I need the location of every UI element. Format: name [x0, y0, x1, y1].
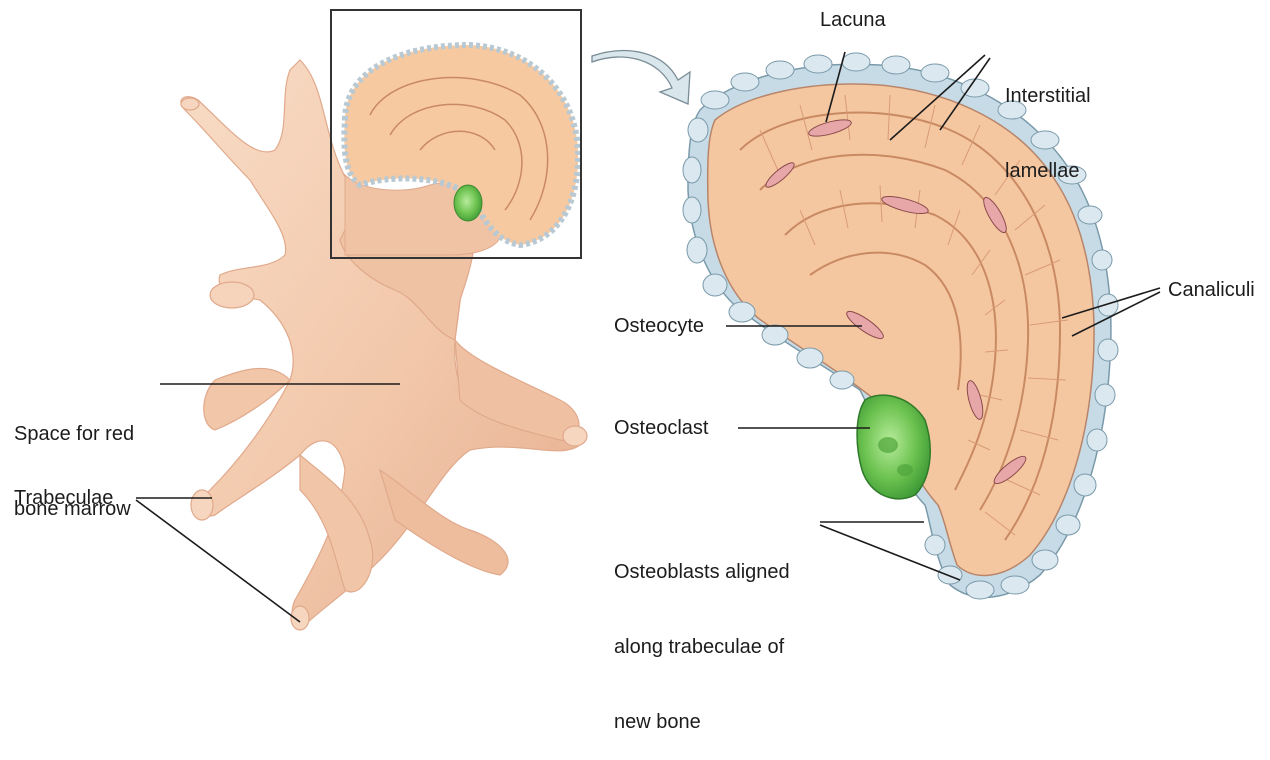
label-osteoblasts: Osteoblasts aligned along trabeculae of … [614, 510, 790, 760]
leader-trabeculae-2 [136, 500, 300, 622]
figure-canvas: Lacuna Interstitial lamellae Canaliculi … [0, 0, 1270, 658]
inset-trabecula-section [344, 45, 578, 255]
label-osteoclast: Osteoclast [614, 416, 708, 441]
label-canaliculi: Canaliculi [1168, 278, 1255, 303]
label-osteocyte: Osteocyte [614, 314, 704, 339]
label-space-red-bone-marrow: Space for red bone marrow [14, 372, 134, 547]
label-interstitial-lamellae: Interstitial lamellae [1005, 34, 1091, 209]
magnify-arrow [592, 51, 690, 104]
label-trabeculae: Trabeculae [14, 486, 113, 511]
label-lacuna: Lacuna [820, 8, 886, 33]
